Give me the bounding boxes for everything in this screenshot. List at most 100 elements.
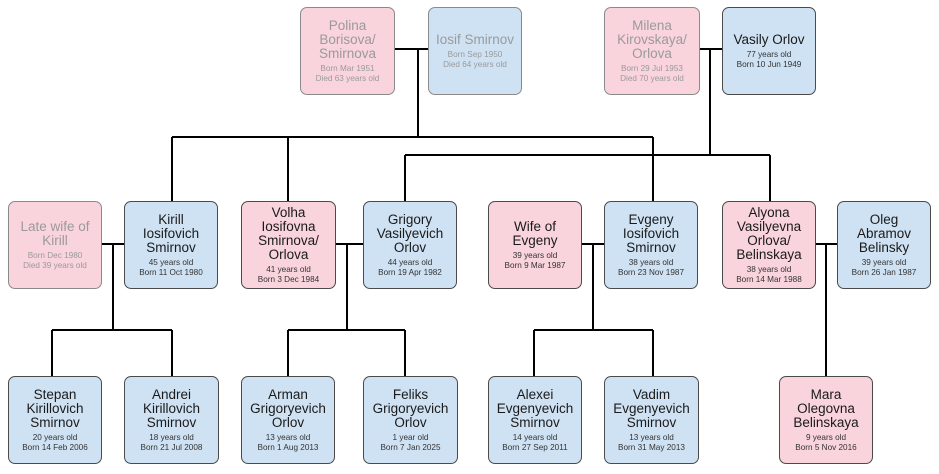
person-name-line: Iosifovich — [142, 225, 200, 241]
person-name-line: Grigory — [387, 211, 433, 227]
person-name-line: Kirill — [42, 232, 68, 248]
person-name-line: Kirill — [158, 211, 184, 227]
person-name-line: Arman — [268, 386, 308, 402]
person-name-line: Alyona — [748, 204, 790, 220]
person-name-line: Andrei — [151, 386, 191, 402]
person-name-line: Evgenyevich — [496, 400, 574, 416]
person-name-line: Kirillovich — [26, 400, 84, 416]
person-detail-line: Born 14 Feb 2006 — [22, 442, 88, 452]
person-detail-line: Born 9 Mar 1987 — [504, 260, 566, 270]
person-detail-line: Born 31 May 2013 — [618, 442, 685, 452]
person-name-line: Stepan — [33, 386, 77, 402]
person-detail-line: 13 years old — [629, 432, 674, 442]
person-name-line: Smirnov — [626, 414, 677, 430]
person-detail-line: Born 29 Jul 1953 — [621, 63, 683, 73]
person-name-line: Abramov — [856, 225, 912, 241]
person-name-line: Kirovskaya/ — [617, 31, 687, 47]
person-detail-line: 20 years old — [32, 432, 78, 442]
person-name-line: Late wife of — [20, 218, 90, 234]
person-detail-line: Born 5 Nov 2016 — [795, 442, 857, 452]
person-name-line: Oleg — [869, 211, 899, 227]
person-detail-line: Born 10 Jun 1949 — [736, 59, 802, 69]
person-name-line: Belinsky — [858, 239, 910, 255]
person-name-line: Smirnov — [30, 414, 80, 430]
person-name-line: Vasilyevna — [736, 218, 802, 234]
person-name-line: Borisova/ — [319, 31, 376, 47]
person-detail-line: Died 64 years old — [443, 59, 507, 69]
person-detail-line: Born 7 Jan 2025 — [380, 442, 441, 452]
person-detail-line: Born Dec 1980 — [27, 250, 83, 260]
person-detail-line: 38 years old — [628, 257, 674, 267]
person-name-line: Evgeny — [512, 232, 558, 248]
person-name-line: Orlova — [268, 246, 309, 262]
person-name-line: Orlov — [394, 414, 427, 430]
person-detail-line: Born 3 Dec 1984 — [257, 274, 320, 284]
person-detail-line: 18 years old — [149, 432, 194, 442]
person-name-line: Smirnov — [626, 239, 676, 255]
person-detail-line: Died 39 years old — [23, 260, 87, 270]
person-detail-line: Born 14 Mar 1988 — [736, 274, 802, 284]
person-detail-line: 14 years old — [512, 432, 558, 442]
person-detail-line: 44 years old — [387, 257, 433, 267]
person-name-line: Vasilyevich — [376, 225, 444, 241]
person-name-line: Vadim — [632, 386, 671, 402]
person-name-line: Alexei — [516, 386, 554, 402]
person-detail-line: Born 27 Sep 2011 — [502, 442, 568, 452]
person-name-line: Belinskaya — [736, 246, 802, 262]
person-detail-line: 38 years old — [746, 264, 792, 274]
person-detail-line: 77 years old — [746, 49, 792, 59]
person-detail-line: Died 70 years old — [620, 73, 684, 83]
person-name-line: Milena — [632, 17, 672, 33]
person-name-line: Grigoryevich — [372, 400, 449, 416]
person-detail-line: 1 year old — [392, 432, 429, 442]
person-detail-line: Born 23 Nov 1987 — [618, 267, 684, 277]
person-name: Iosif Smirnov — [436, 32, 514, 47]
person-name-line: Iosifovna — [261, 218, 316, 234]
person-name-line: Vasily Orlov — [733, 31, 805, 47]
person-detail-line: Born Sep 1950 — [447, 49, 503, 59]
person-detail-line: 39 years old — [861, 257, 907, 267]
